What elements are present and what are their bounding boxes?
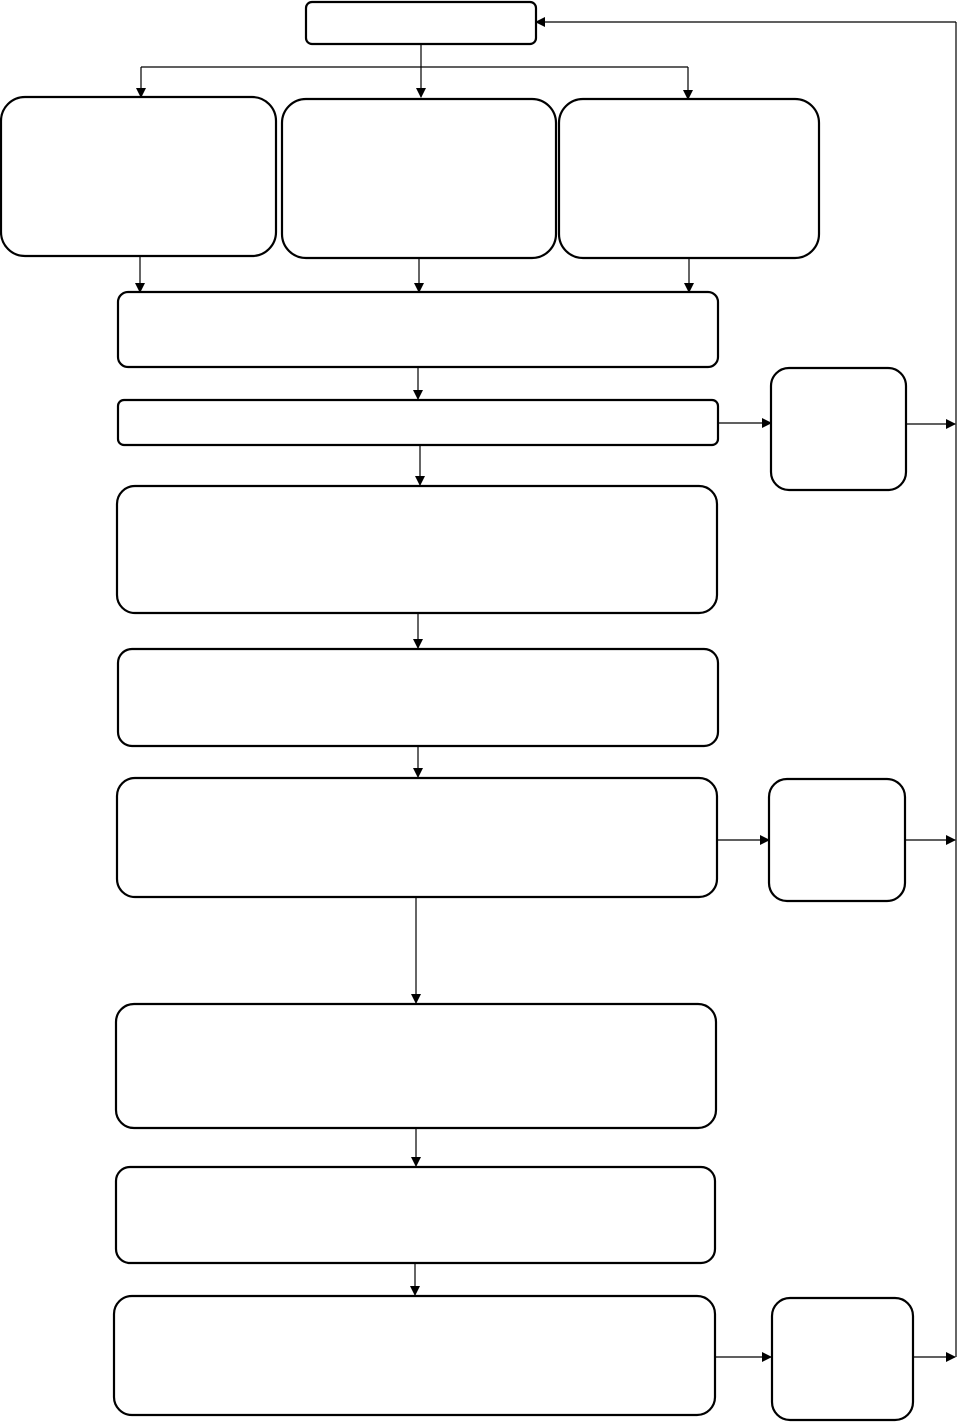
side-box-3[interactable] bbox=[770, 1296, 915, 1422]
step-box-3[interactable] bbox=[116, 647, 720, 748]
side-box-1[interactable] bbox=[769, 366, 908, 492]
middle-box[interactable] bbox=[280, 97, 558, 260]
right-box[interactable] bbox=[557, 97, 821, 260]
merge-box[interactable] bbox=[116, 290, 720, 369]
top-box[interactable] bbox=[304, 0, 538, 46]
edges-layer bbox=[135, 17, 957, 1362]
step-box-1[interactable] bbox=[116, 398, 720, 447]
nodes-layer bbox=[0, 0, 915, 1422]
step-box-7[interactable] bbox=[112, 1294, 717, 1417]
step-box-6[interactable] bbox=[114, 1165, 717, 1265]
step-box-2[interactable] bbox=[115, 484, 719, 615]
step-box-4[interactable] bbox=[115, 776, 719, 899]
step-box-5[interactable] bbox=[114, 1002, 718, 1130]
side-box-2[interactable] bbox=[767, 777, 907, 903]
left-box[interactable] bbox=[0, 95, 278, 258]
